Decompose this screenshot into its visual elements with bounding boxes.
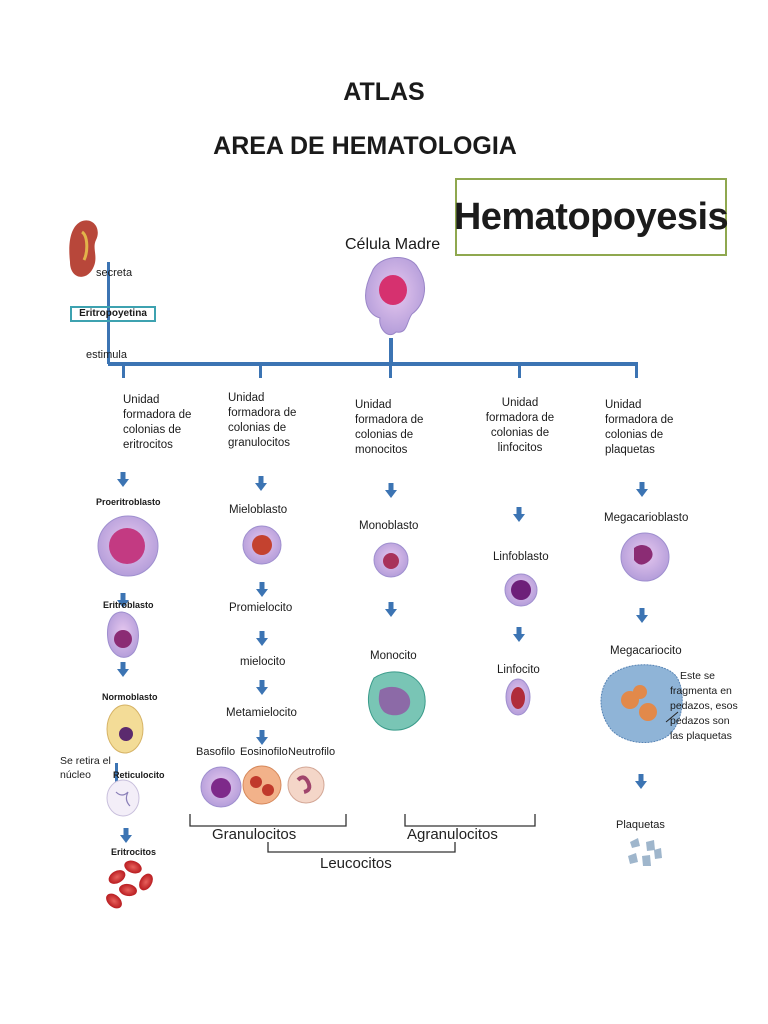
kidney-connector <box>107 262 110 364</box>
estimula-label: estimula <box>86 349 127 361</box>
group-granulocitos: Granulocitos <box>212 826 297 843</box>
reticulocito-cell <box>106 779 140 817</box>
leucocitos-bracket <box>267 842 456 853</box>
stage-basofilo: Basofilo <box>196 746 236 758</box>
branch-drop-2 <box>259 364 262 378</box>
branch-drop-3 <box>389 364 392 378</box>
stage-megacarioblasto: Megacarioblasto <box>604 512 689 524</box>
stage-monoblasto: Monoblasto <box>359 520 419 532</box>
diagram-title: Hematopoyesis <box>453 195 729 238</box>
stage-eritrocitos: Eritrocitos <box>111 847 157 857</box>
kidney-icon <box>69 220 98 277</box>
note-plaquetas: Este se fragmenta en pedazos, esos pedaz… <box>670 670 738 742</box>
stage-neutrofilo: Neutrofilo <box>288 746 336 758</box>
agranulocitos-bracket <box>404 814 536 827</box>
stage-mielocito: mielocito <box>240 656 286 668</box>
branch-drop-5 <box>635 364 638 378</box>
root-label: Célula Madre <box>345 236 441 253</box>
stage-linfocito: Linfocito <box>497 664 540 676</box>
page-title: ATLAS <box>343 78 425 106</box>
stem-cell-nucleus <box>379 275 407 305</box>
stage-metamielocito: Metamielocito <box>226 707 297 719</box>
eritropoyetina-box: Eritropoyetina <box>70 306 156 322</box>
stage-eosinofilo: Eosinofilo <box>240 746 288 758</box>
stage-monocito: Monocito <box>370 650 417 662</box>
page-subtitle: AREA DE HEMATOLOGIA <box>213 132 517 160</box>
main-connector <box>108 362 638 366</box>
group-agranulocitos: Agranulocitos <box>407 826 498 843</box>
branch-drop-4 <box>518 364 521 378</box>
stage-reticulocito: Reticulocito <box>113 770 165 780</box>
plaquetas-cells <box>628 838 662 866</box>
stage-proeritroblasto: Proeritroblasto <box>96 497 161 507</box>
diagram-title-box: Hematopoyesis <box>453 178 729 256</box>
eritrocitos-cells <box>106 860 153 909</box>
stage-plaquetas: Plaquetas <box>616 819 665 831</box>
root-stem <box>389 338 393 364</box>
stage-linfoblasto: Linfoblasto <box>493 551 549 563</box>
stage-megacariocito: Megacariocito <box>610 645 682 657</box>
group-leucocitos: Leucocitos <box>320 855 392 872</box>
granulocitos-bracket <box>189 814 347 827</box>
stage-eritroblasto: Eritroblasto <box>103 600 154 610</box>
neutrofilo-cell <box>287 766 325 804</box>
branch-drop-1 <box>122 364 125 378</box>
megacariocito-cell <box>600 664 683 744</box>
stage-promielocito: Promielocito <box>229 602 293 614</box>
stage-mieloblasto: Mieloblasto <box>229 504 288 516</box>
eritropoyetina-label: Eritropoyetina <box>79 308 147 319</box>
stage-normoblasto: Normoblasto <box>102 692 158 702</box>
secreta-label: secreta <box>96 267 133 279</box>
eosinofilo-cell <box>242 765 282 805</box>
